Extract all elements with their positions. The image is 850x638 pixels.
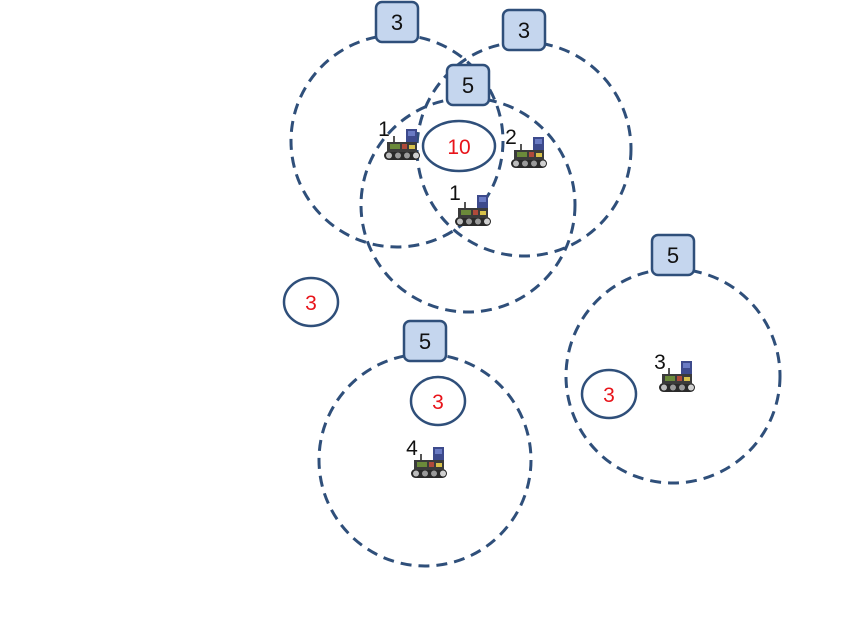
task-value: 3 xyxy=(603,384,615,407)
tasks: 10 3 3 3 xyxy=(282,119,638,427)
range-box: 5 xyxy=(650,233,696,277)
task-node: 3 xyxy=(409,375,467,427)
range-box: 3 xyxy=(501,8,547,52)
range-value: 5 xyxy=(419,329,431,354)
range-value: 3 xyxy=(391,10,403,35)
robot-node: 3 xyxy=(654,351,696,393)
range-rings xyxy=(289,33,782,568)
robot-label: 3 xyxy=(654,351,666,374)
robot-label: 1 xyxy=(378,118,390,141)
robot-node: 2 xyxy=(505,126,548,169)
task-node: 3 xyxy=(282,276,340,328)
robot-node: 4 xyxy=(406,437,448,479)
range-value: 5 xyxy=(667,243,679,268)
task-node: 3 xyxy=(580,368,638,420)
robot-label: 1 xyxy=(449,182,461,205)
robot-label: 2 xyxy=(505,126,517,149)
range-ring-d xyxy=(564,267,782,485)
robot-label: 4 xyxy=(406,437,418,460)
task-node: 10 xyxy=(421,119,497,173)
range-value: 3 xyxy=(518,18,530,43)
range-ring-b xyxy=(415,40,633,258)
range-ring-e xyxy=(317,352,533,568)
range-box: 3 xyxy=(374,0,420,44)
robots: 1 2 1 3 4 xyxy=(378,118,696,479)
task-value: 10 xyxy=(447,136,470,159)
task-value: 3 xyxy=(432,391,444,414)
robot-node: 1 xyxy=(449,182,492,227)
range-box: 5 xyxy=(402,319,448,363)
robot-node: 1 xyxy=(378,118,421,161)
task-value: 3 xyxy=(305,292,317,315)
range-box: 5 xyxy=(445,63,491,107)
range-ring-c xyxy=(359,96,577,314)
range-boxes: 3 3 5 5 5 xyxy=(374,0,696,363)
range-ring-a xyxy=(289,33,505,249)
range-value: 5 xyxy=(462,73,474,98)
